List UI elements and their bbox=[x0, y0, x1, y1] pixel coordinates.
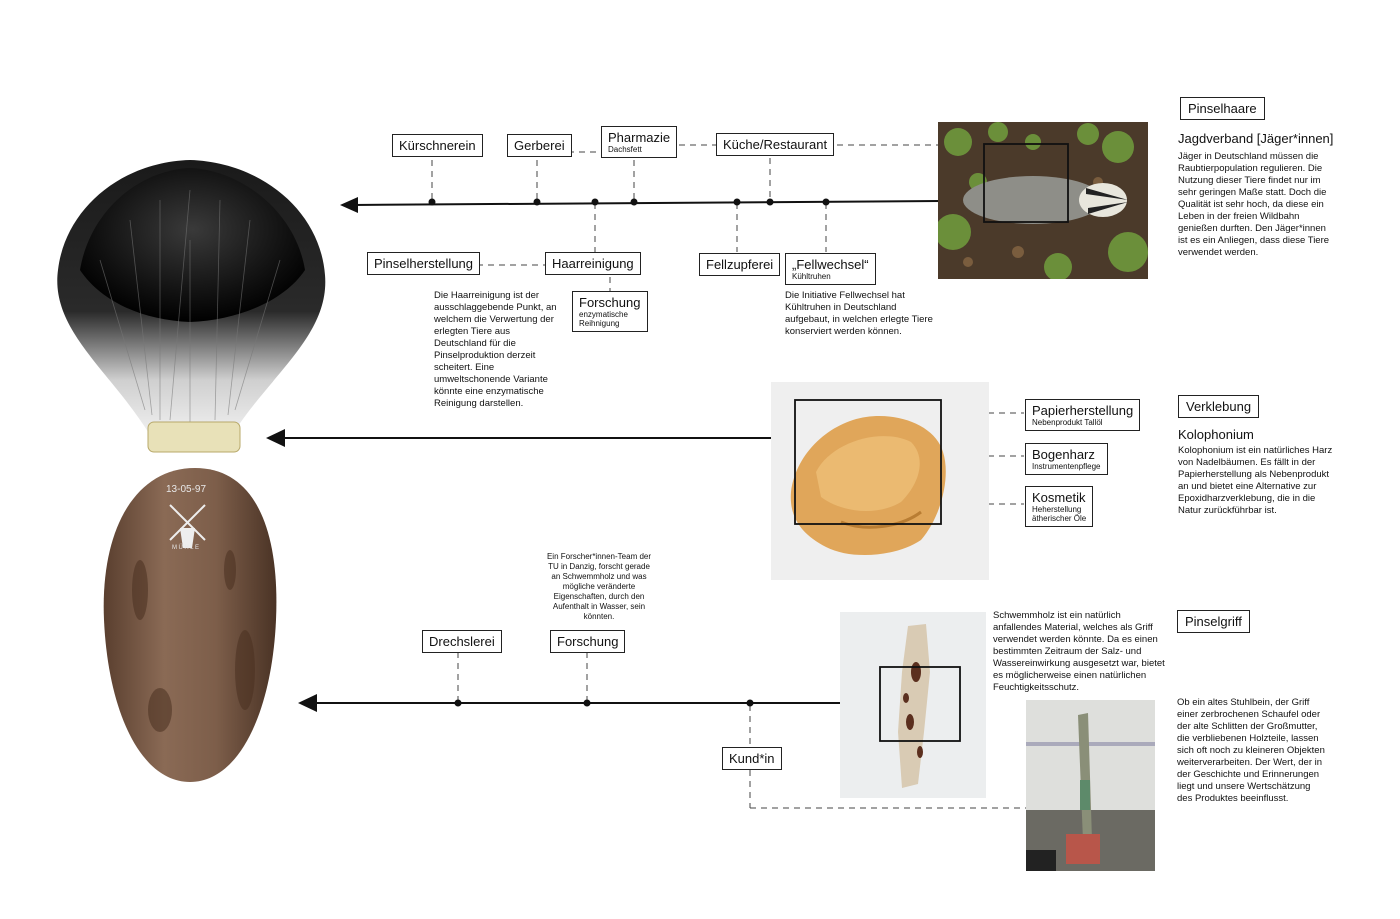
box-forschung-label: Forschung bbox=[579, 295, 641, 310]
box-kosmetik-label: Kosmetik bbox=[1032, 490, 1086, 505]
text-altholz: Ob ein altes Stuhlbein, der Griff einer … bbox=[1177, 697, 1325, 804]
box-kosmetik-sub1: Heherstellung bbox=[1032, 505, 1082, 514]
note-haarreinigung: Die Haarreinigung ist der ausschlaggeben… bbox=[434, 290, 557, 409]
box-forschung-sub: enzymatische Reihnigung bbox=[579, 310, 628, 328]
box-kundin: Kund*in bbox=[722, 747, 782, 770]
brush-logo-text: MÜHLE bbox=[172, 545, 201, 551]
old-wood-photo bbox=[1026, 700, 1155, 871]
shaving-brush-illustration bbox=[57, 160, 326, 782]
driftwood-photo bbox=[840, 612, 986, 798]
box-haarreinigung: Haarreinigung bbox=[545, 252, 641, 275]
subheading-kolophonium: Kolophonium bbox=[1178, 427, 1254, 442]
box-kosmetik: Kosmetik Heherstellung ätherischer Öle bbox=[1025, 486, 1094, 527]
box-pharmazie: Pharmazie Dachsfett bbox=[601, 126, 678, 158]
box-papierherstellung: Papierherstellung Nebenprodukt Tallöl bbox=[1025, 399, 1141, 431]
text-schwemmholz: Schwemmholz ist ein natürlich anfallende… bbox=[993, 610, 1165, 693]
box-papier-sub: Nebenprodukt Tallöl bbox=[1032, 418, 1103, 427]
box-fellzupferei: Fellzupferei bbox=[699, 253, 781, 276]
heading-verklebung: Verklebung bbox=[1178, 395, 1260, 418]
subheading-jagdverband: Jagdverband [Jäger*innen] bbox=[1178, 131, 1334, 146]
box-papier-label: Papierherstellung bbox=[1032, 403, 1134, 418]
note-forschung-danzig: Ein Forscher*innen-Team der TU in Danzig… bbox=[546, 552, 652, 621]
box-fellwechsel-sub: Kühltruhen bbox=[792, 272, 831, 281]
box-drechslerei: Drechslerei bbox=[422, 630, 502, 653]
text-jagdverband: Jäger in Deutschland müssen die Raubtier… bbox=[1178, 151, 1330, 258]
brush-date: 13-05-97 bbox=[166, 484, 207, 495]
box-pharmazie-sub: Dachsfett bbox=[608, 145, 642, 154]
box-pinselherstellung: Pinselherstellung bbox=[367, 252, 481, 275]
box-forschung-enzymatisch: Forschung enzymatische Reihnigung bbox=[572, 291, 648, 332]
kolophonium-photo bbox=[771, 382, 989, 580]
box-fellwechsel: „Fellwechsel“ Kühltruhen bbox=[785, 253, 876, 285]
box-bogenharz-sub: Instrumentenpflege bbox=[1032, 462, 1101, 471]
badger-photo bbox=[938, 122, 1148, 279]
box-kueche-restaurant: Küche/Restaurant bbox=[716, 133, 835, 156]
box-bogenharz: Bogenharz Instrumentenpflege bbox=[1025, 443, 1108, 475]
timeline-hair bbox=[351, 200, 941, 206]
box-gerberei: Gerberei bbox=[507, 134, 572, 157]
box-kuerschnerein: Kürschnerein bbox=[392, 134, 483, 157]
box-kosmetik-sub2: ätherischer Öle bbox=[1032, 514, 1087, 523]
box-fellwechsel-label: „Fellwechsel“ bbox=[792, 257, 869, 272]
heading-pinselgriff: Pinselgriff bbox=[1177, 610, 1250, 633]
heading-pinselhaare: Pinselhaare bbox=[1180, 97, 1265, 120]
box-bogenharz-label: Bogenharz bbox=[1032, 447, 1095, 462]
text-kolophonium: Kolophonium ist ein natürliches Harz von… bbox=[1178, 445, 1333, 516]
box-pharmazie-label: Pharmazie bbox=[608, 130, 671, 145]
note-fellwechsel: Die Initiative Fellwechsel hat Kühltruhe… bbox=[785, 290, 933, 337]
box-forschung-schwemmholz: Forschung bbox=[550, 630, 626, 653]
